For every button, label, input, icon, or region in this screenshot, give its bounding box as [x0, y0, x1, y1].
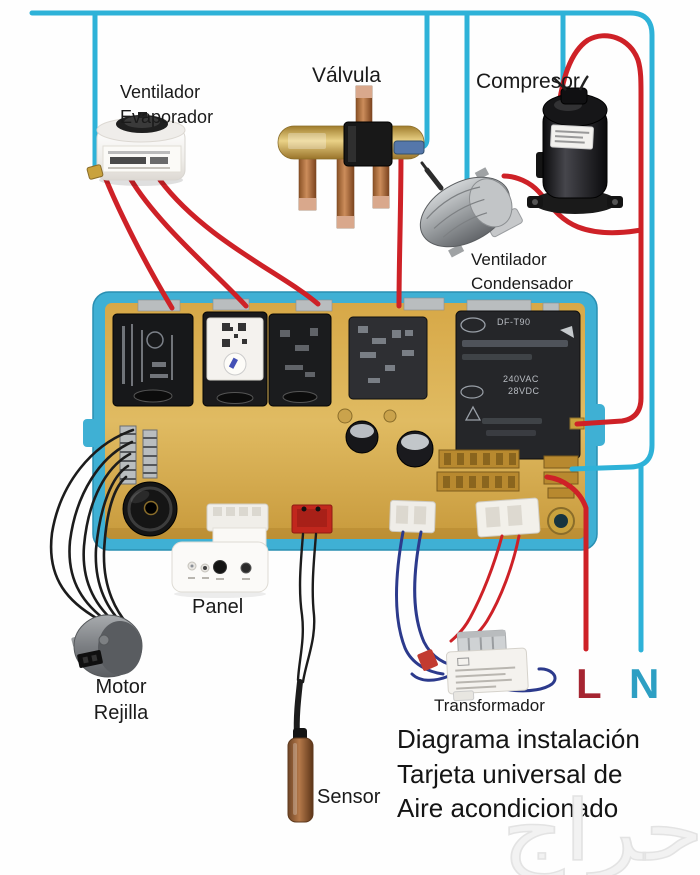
relay-2-qr-module [202, 311, 268, 407]
caption-line-2: Tarjeta universal de [397, 758, 623, 789]
watermark-logo: حراج [501, 782, 700, 875]
transformer-unit [417, 629, 529, 702]
line-terminal-label: L [576, 660, 602, 707]
heatsink-clips [137, 297, 560, 315]
reversing-valve [277, 85, 425, 229]
board-left-tab [83, 419, 97, 447]
caption-line-3: Aire acondicionado [397, 793, 619, 823]
wire-red-evap-1 [100, 169, 175, 311]
wire-red-compressor-loop [555, 33, 644, 427]
grille-motor-label: Motor Rejilla [93, 676, 149, 724]
valve-coil-connector [393, 140, 425, 155]
wire-red-valve [396, 147, 404, 309]
caption-line-1: Diagrama instalación [397, 724, 640, 754]
valve-label: Válvula [312, 64, 381, 87]
panel-label: Panel [192, 596, 244, 618]
condenser-fan-label: Ventilador Condensador [471, 250, 574, 293]
relay-1 [112, 313, 194, 407]
grille-motor-wires [49, 428, 135, 631]
valve-solenoid-coil [343, 121, 393, 167]
sensor-connector [291, 504, 333, 534]
power-relay-model-text: DF-T90 [497, 317, 531, 327]
compressor-label [550, 124, 594, 150]
display-panel-unit [171, 541, 269, 598]
neutral-terminal-label: N [629, 660, 660, 707]
relay-3 [268, 313, 332, 407]
wire-red-to-L [544, 474, 589, 652]
terminal-strips [436, 417, 585, 499]
compressor-terminal-box [560, 87, 588, 105]
wire-red-condenser-fan [501, 173, 644, 236]
sensor-wires [293, 532, 318, 739]
buzzer [122, 481, 178, 537]
power-relay-rating-ac: 240VAC [503, 374, 539, 384]
evaporator-fan-label: Ventilador Evaporador [120, 82, 214, 127]
panel-led-3 [240, 562, 252, 574]
capacitors [337, 408, 434, 468]
transformer-label: Transformador [434, 696, 545, 715]
neutral-wires [29, 10, 655, 653]
temperature-sensor-probe [287, 728, 314, 823]
grille-motor-connector [77, 650, 103, 668]
power-relay [455, 310, 581, 460]
relay-4 [348, 316, 428, 400]
compressor-unit [527, 75, 623, 214]
screw-hole [547, 507, 575, 535]
control-board [83, 291, 605, 551]
compressor-label-text: Compresor [476, 70, 580, 93]
sensor-cable [293, 679, 303, 739]
power-relay-rating-dc: 28VDC [508, 386, 540, 396]
grille-motor [71, 614, 143, 678]
qr-code [222, 323, 247, 347]
wire-red-evap-2 [127, 175, 249, 309]
fan-label-sticker [102, 145, 182, 173]
transformer-connector-a [389, 499, 436, 534]
panel-ir-receiver [213, 560, 227, 574]
sensor-label: Sensor [317, 786, 381, 808]
live-wires [100, 33, 644, 652]
transformer-connector-b [475, 497, 541, 538]
diagram-caption: Diagrama instalación Tarjeta universal d… [397, 722, 640, 826]
evaporator-fan-motor [86, 112, 186, 186]
condenser-fan-motor [419, 161, 523, 258]
wire-red-evap-3 [157, 177, 321, 307]
transformer-red-wires [449, 534, 521, 646]
